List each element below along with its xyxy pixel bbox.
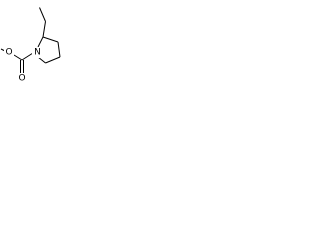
bond-carbonyl-ester-o <box>13 54 23 61</box>
chemical-structure: N O O <box>0 7 61 84</box>
bond-ethyl-ch2 <box>42 21 46 38</box>
bond-ring-c2-c3 <box>42 36 59 43</box>
bond-ethyl-terminal <box>39 7 46 22</box>
bond-ring-n-c2 <box>37 36 44 48</box>
ester-oxygen-atom-label: O <box>5 48 12 58</box>
bond-ring-c4-c5 <box>45 56 61 64</box>
carbonyl-oxygen-atom-label: O <box>18 74 25 84</box>
nitrogen-atom-label: N <box>34 48 41 58</box>
bond-ring-c3-c4 <box>57 41 61 58</box>
bond-n-carbonyl <box>21 52 34 61</box>
